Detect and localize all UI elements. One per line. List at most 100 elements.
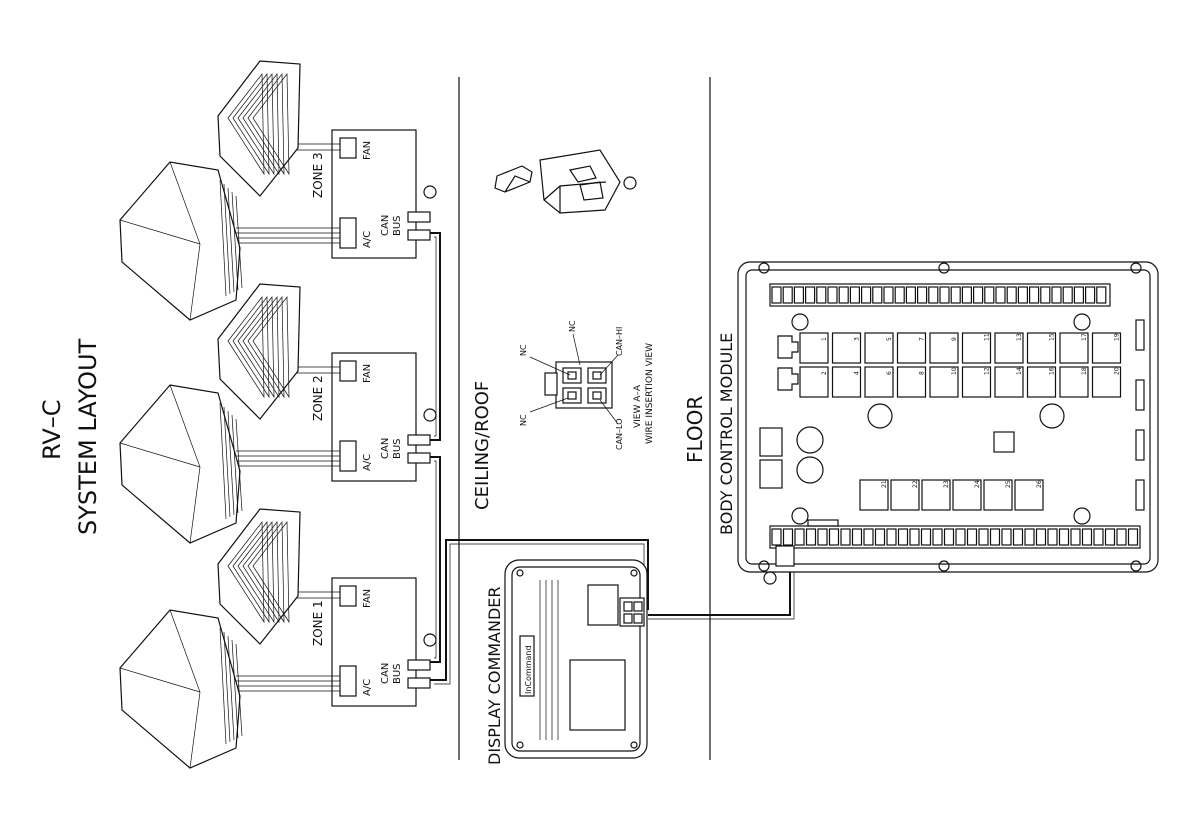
relay: 13	[995, 333, 1023, 363]
can-plug-upper	[408, 212, 430, 222]
bus-label: BUS	[392, 438, 403, 459]
fan-terminal	[340, 586, 356, 606]
ac-terminal	[340, 666, 356, 696]
can-plug-lower	[408, 453, 430, 463]
ac-terminal	[340, 441, 356, 471]
svg-text:21: 21	[881, 480, 888, 488]
zone-box	[332, 130, 416, 258]
zone-ac-unit	[120, 610, 242, 768]
relay: 24	[953, 480, 981, 510]
fan-label: FAN	[362, 141, 373, 160]
zone-box	[332, 578, 416, 706]
label-nc-bottom: NC	[519, 414, 528, 426]
zone-thermostat	[218, 509, 300, 644]
diagram-title: RV–C SYSTEM LAYOUT	[38, 338, 102, 535]
svg-text:3: 3	[854, 337, 861, 341]
zone-2: ZONE 2FANA/CCANBUS	[120, 284, 436, 543]
ac-terminal	[340, 218, 356, 248]
ac-label: A/C	[362, 679, 373, 696]
label-nc-top: NC	[568, 320, 577, 332]
zone-label: ZONE 3	[311, 152, 325, 198]
can-label: CAN	[380, 663, 391, 684]
can-plug-upper	[408, 435, 430, 445]
detail-callout-circle	[424, 186, 436, 198]
can-label: CAN	[380, 215, 391, 236]
can-plug-upper	[408, 660, 430, 670]
bus-label: BUS	[392, 663, 403, 684]
title-line-1: RV–C	[38, 399, 66, 460]
zone-thermostat	[218, 61, 300, 196]
fan-terminal	[340, 361, 356, 381]
section-floor: FLOOR	[683, 396, 707, 463]
relay: 19	[1093, 333, 1121, 363]
relay: 7	[898, 333, 926, 363]
relay: 25	[984, 480, 1012, 510]
section-body-control-module: BODY CONTROL MODULE	[717, 333, 736, 535]
svg-text:10: 10	[951, 367, 958, 375]
svg-text:2: 2	[821, 371, 828, 375]
relay: 17	[1060, 333, 1088, 363]
svg-text:26: 26	[1036, 480, 1043, 488]
zone-ac-unit	[120, 162, 242, 320]
relay: 11	[963, 333, 991, 363]
relay: 23	[922, 480, 950, 510]
relay: 3	[833, 333, 861, 363]
title-line-2: SYSTEM LAYOUT	[74, 338, 102, 535]
display-commander-device: InCommand	[505, 560, 647, 758]
fan-label: FAN	[362, 589, 373, 608]
svg-text:18: 18	[1081, 367, 1088, 375]
label-view-a-a: VIEW A–A	[633, 384, 643, 428]
svg-text:25: 25	[1005, 480, 1012, 488]
zone-label: ZONE 1	[311, 600, 325, 646]
svg-text:17: 17	[1081, 333, 1088, 341]
relay: 21	[860, 480, 888, 510]
connector-insertion-view: NC NC CAN–HI NC CAN–LO VIEW A–A WIRE INS…	[519, 320, 655, 450]
can-connector-3d	[495, 150, 636, 213]
svg-text:6: 6	[886, 371, 893, 375]
relay: 20	[1093, 367, 1121, 397]
label-nc-top-left: NC	[519, 344, 528, 356]
zone-1: ZONE 1 FAN A/C CANBUS	[120, 509, 436, 768]
detail-callout-circle	[424, 634, 436, 646]
svg-text:13: 13	[1016, 333, 1023, 341]
svg-text:22: 22	[912, 480, 919, 488]
relay: 2	[800, 367, 828, 397]
svg-text:5: 5	[886, 337, 893, 341]
label-can-hi: CAN–HI	[615, 327, 624, 356]
can-label: CAN	[380, 438, 391, 459]
relay: 16	[1028, 367, 1056, 397]
section-display-commander: DISPLAY COMMANDER	[485, 586, 504, 765]
relay: 6	[865, 367, 893, 397]
detail-callout-circle	[424, 409, 436, 421]
can-plug-lower	[408, 678, 430, 688]
relay: 1	[800, 333, 828, 363]
svg-text:4: 4	[854, 371, 861, 375]
relay: 18	[1060, 367, 1088, 397]
relay: 5	[865, 333, 893, 363]
relay: 9	[930, 333, 958, 363]
svg-text:23: 23	[943, 480, 950, 488]
relay: 26	[1015, 480, 1043, 510]
svg-text:16: 16	[1049, 367, 1056, 375]
can-plug-lower	[408, 230, 430, 240]
zone-label: ZONE 2	[311, 375, 325, 421]
bus-label: BUS	[392, 215, 403, 236]
zone-thermostat	[218, 284, 300, 419]
svg-text:20: 20	[1114, 367, 1121, 375]
display-brand-label: InCommand	[524, 645, 533, 694]
relay: 14	[995, 367, 1023, 397]
svg-text:1: 1	[821, 337, 828, 341]
svg-text:7: 7	[919, 337, 926, 341]
zone-ac-unit	[120, 385, 242, 543]
relay: 22	[891, 480, 919, 510]
ac-label: A/C	[362, 454, 373, 471]
svg-text:9: 9	[951, 337, 958, 341]
fan-terminal	[340, 138, 356, 158]
label-wire-insertion-view: WIRE INSERTION VIEW	[645, 343, 655, 444]
svg-text:11: 11	[984, 333, 991, 341]
label-can-lo: CAN–LO	[615, 418, 624, 450]
